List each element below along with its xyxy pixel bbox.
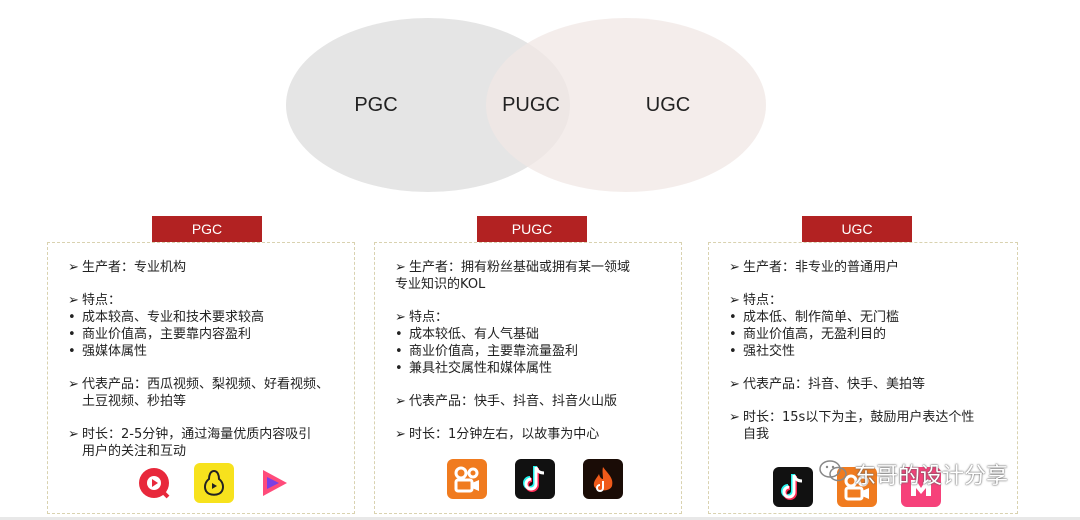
douyin-icon <box>773 467 813 507</box>
xigua-video-icon <box>134 463 174 503</box>
douyin-icon <box>515 459 555 499</box>
pugc-feature: 商业价值高，主要靠流量盈利 <box>409 344 579 359</box>
venn-right-label: UGC <box>646 94 690 116</box>
venn-left-label: PGC <box>354 94 397 116</box>
arrow-icon: ➢ <box>729 293 740 308</box>
pgc-products-cont: 土豆视频、秒拍等 <box>82 394 187 409</box>
arrow-icon: ➢ <box>68 377 79 392</box>
ugc-feature: 商业价值高，无盈利目的 <box>743 327 887 342</box>
pugc-products: 代表产品：快手、抖音、抖音火山版 <box>409 394 618 409</box>
pgc-duration-cont: 用户的关注和互动 <box>82 444 187 459</box>
ugc-features-label: 特点： <box>743 293 783 308</box>
pugc-producer: 生产者：拥有粉丝基础或拥有某一领域 <box>409 260 631 275</box>
pgc-feature: 商业价值高，主要靠内容盈利 <box>82 327 252 342</box>
pugc-title: PUGC <box>477 216 587 242</box>
ugc-feature: 成本低、制作简单、无门槛 <box>743 310 900 325</box>
pgc-feature: 成本较高、专业和技术要求较高 <box>82 310 265 325</box>
pugc-feature: 兼具社交属性和媒体属性 <box>409 361 553 376</box>
pgc-products: 代表产品：西瓜视频、梨视频、好看视频、 <box>82 377 330 392</box>
pugc-panel: ➢生产者：拥有粉丝基础或拥有某一领域 专业知识的KOL ➢特点： •成本较低、有… <box>374 242 682 514</box>
ugc-duration: 时长：15s以下为主，鼓励用户表达个性 <box>743 410 975 425</box>
ugc-feature: 强社交性 <box>743 344 796 359</box>
arrow-icon: ➢ <box>395 310 406 325</box>
wechat-icon <box>818 458 848 490</box>
arrow-icon: ➢ <box>395 427 406 442</box>
pgc-features-label: 特点： <box>82 293 122 308</box>
ugc-producer: 生产者：非专业的普通用户 <box>743 260 900 275</box>
pgc-duration: 时长：2-5分钟，通过海量优质内容吸引 <box>82 427 312 442</box>
pgc-title: PGC <box>152 216 262 242</box>
meipai-icon <box>901 467 941 507</box>
arrow-icon: ➢ <box>68 427 79 442</box>
venn-diagram: PGC PUGC UGC <box>286 18 766 192</box>
pgc-producer: 生产者：专业机构 <box>82 260 187 275</box>
kuaishou-icon <box>447 459 487 499</box>
ugc-panel: ➢生产者：非专业的普通用户 ➢特点： •成本低、制作简单、无门槛 •商业价值高，… <box>708 242 1018 514</box>
pgc-panel: ➢生产者：专业机构 ➢特点： •成本较高、专业和技术要求较高 •商业价值高，主要… <box>47 242 355 514</box>
ugc-products: 代表产品：抖音、快手、美拍等 <box>743 377 926 392</box>
watermark-text: 东哥的设计分享 <box>854 464 1009 489</box>
arrow-icon: ➢ <box>729 377 740 392</box>
ugc-duration-cont: 自我 <box>743 427 770 442</box>
pugc-duration: 时长：1分钟左右，以故事为中心 <box>409 427 600 442</box>
arrow-icon: ➢ <box>68 293 79 308</box>
venn-center-label: PUGC <box>502 94 560 116</box>
arrow-icon: ➢ <box>729 260 740 275</box>
arrow-icon: ➢ <box>395 260 406 275</box>
pugc-features-label: 特点： <box>409 310 449 325</box>
haokan-video-icon <box>254 463 294 503</box>
pugc-feature: 成本较低、有人气基础 <box>409 327 540 342</box>
arrow-icon: ➢ <box>68 260 79 275</box>
venn-right-circle <box>486 18 766 192</box>
watermark: 东哥的设计分享 <box>818 458 1008 490</box>
kuaishou-icon <box>837 467 877 507</box>
ugc-title: UGC <box>802 216 912 242</box>
pear-video-icon <box>194 463 234 503</box>
arrow-icon: ➢ <box>395 394 406 409</box>
pugc-producer-cont: 专业知识的KOL <box>395 277 486 292</box>
douyin-huoshan-icon <box>583 459 623 499</box>
arrow-icon: ➢ <box>729 410 740 425</box>
pgc-feature: 强媒体属性 <box>82 344 148 359</box>
bottom-divider <box>0 517 1080 520</box>
venn-left-circle <box>286 18 570 192</box>
